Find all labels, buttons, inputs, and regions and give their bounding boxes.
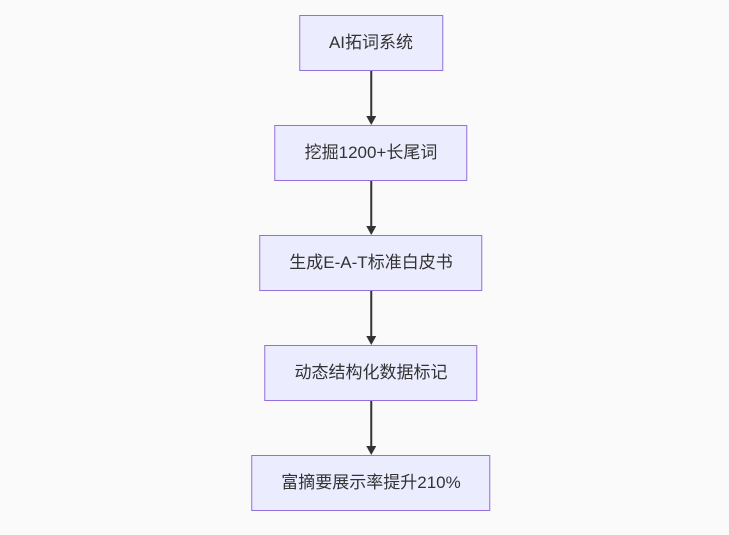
arrow-head-icon: [365, 336, 376, 345]
arrow-line: [369, 401, 372, 447]
arrow-head-icon: [365, 446, 376, 455]
arrow-head-icon: [365, 226, 376, 235]
arrow-head-icon: [365, 116, 376, 125]
arrow-line: [369, 71, 372, 117]
flow-node-4-label: 动态结构化数据标记: [294, 363, 448, 382]
flow-arrow-2: [365, 181, 376, 235]
flow-arrow-1: [365, 71, 376, 125]
flowchart: AI拓词系统 挖掘1200+长尾词 生成E-A-T标准白皮书 动态结构化数据标记…: [251, 15, 491, 511]
flow-node-1: AI拓词系统: [298, 15, 444, 71]
flow-node-2-label: 挖掘1200+长尾词: [304, 143, 438, 162]
flow-node-5-label: 富摘要展示率提升210%: [281, 473, 461, 492]
flow-node-3-label: 生成E-A-T标准白皮书: [289, 253, 453, 272]
flow-node-2: 挖掘1200+长尾词: [274, 125, 468, 181]
flow-arrow-4: [365, 401, 376, 455]
flow-node-4: 动态结构化数据标记: [264, 345, 478, 401]
flow-node-5: 富摘要展示率提升210%: [251, 455, 491, 511]
arrow-line: [369, 181, 372, 227]
flow-arrow-3: [365, 291, 376, 345]
arrow-line: [369, 291, 372, 337]
flow-node-1-label: AI拓词系统: [328, 33, 414, 52]
flow-node-3: 生成E-A-T标准白皮书: [259, 235, 483, 291]
